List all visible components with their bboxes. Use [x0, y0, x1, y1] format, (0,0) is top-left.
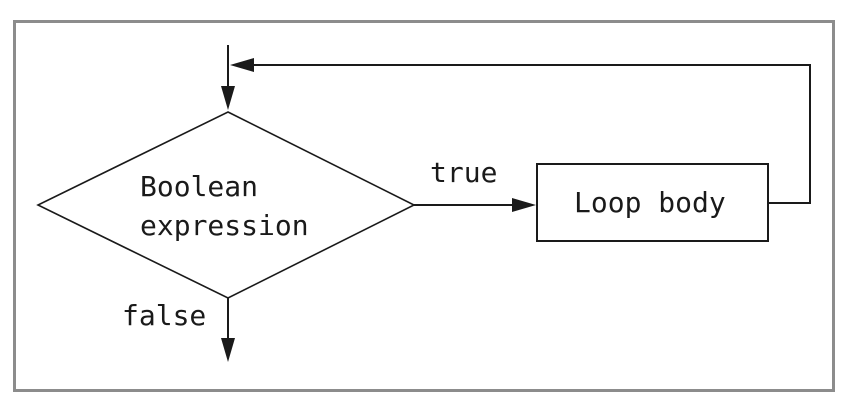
decision-label-line2: expression — [140, 209, 309, 242]
loop-body-box — [536, 163, 769, 242]
true-edge-arrowhead — [512, 198, 536, 212]
loop-body-label: Loop body — [574, 186, 726, 219]
loop-back-arrowhead — [230, 58, 254, 72]
false-edge-label: false — [122, 299, 206, 332]
loop-back-line — [252, 64, 811, 204]
entry-arrowhead — [221, 86, 235, 110]
true-edge-label: true — [430, 156, 497, 189]
decision-diamond — [36, 111, 416, 299]
decision-label-line1: Boolean — [140, 170, 258, 203]
false-edge-arrowhead — [221, 338, 235, 362]
